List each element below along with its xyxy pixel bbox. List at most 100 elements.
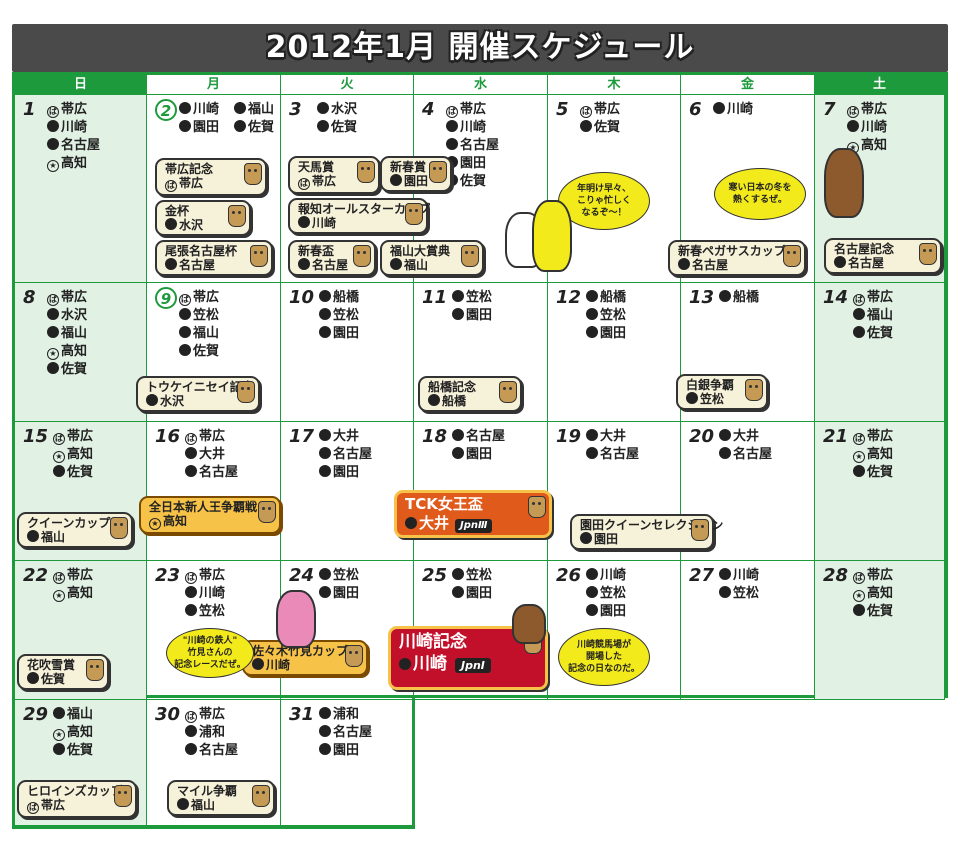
dot-marker-icon xyxy=(319,308,331,320)
venue-list: ば帯広佐賀 xyxy=(580,101,620,137)
venue-list: 笠松園田 xyxy=(319,567,359,603)
race-venue: ば帯広 xyxy=(298,174,352,190)
race-venue: 笠松 xyxy=(686,392,740,406)
horse-face-icon xyxy=(919,243,937,265)
venue-item: ★高知 xyxy=(47,155,100,173)
race-tag[interactable]: 報知オールスターカップ川崎 xyxy=(288,198,430,234)
venue-name: 園田 xyxy=(333,586,360,601)
race-tag[interactable]: 白銀争覇笠松 xyxy=(676,374,768,410)
race-tag[interactable]: 福山大賞典福山 xyxy=(380,240,484,276)
venue-list: 名古屋園田 xyxy=(452,428,505,464)
race-tag[interactable]: 園田クイーンセレクション園田 xyxy=(570,514,723,550)
day-number: 31 xyxy=(289,704,315,725)
race-tag[interactable]: マイル争覇福山 xyxy=(167,780,275,816)
race-name: マイル争覇 xyxy=(177,784,238,798)
page-title: 2012年1月 開催スケジュール xyxy=(265,30,695,65)
venue-item: 笠松 xyxy=(452,567,492,585)
race-tag[interactable]: ヒロインズカップば帯広 xyxy=(17,780,137,818)
venue-item: ば帯広 xyxy=(53,567,93,585)
dot-marker-icon xyxy=(678,258,690,270)
venue-name: 高知 xyxy=(67,586,94,601)
venue-item: 名古屋 xyxy=(47,137,100,155)
race-tag[interactable]: 新春ペガサスカップ名古屋 xyxy=(668,240,806,276)
venue-item: 園田 xyxy=(319,585,359,603)
venue-name: 水沢 xyxy=(61,308,88,323)
dot-marker-icon xyxy=(27,530,39,542)
race-tag[interactable]: 全日本新人王争覇戦★高知 xyxy=(139,496,281,534)
venue-item: 名古屋 xyxy=(586,446,639,464)
race-tag[interactable]: 新春賞園田 xyxy=(380,156,452,192)
horse-face-icon xyxy=(429,161,447,183)
venue-name: 川崎 xyxy=(460,120,487,135)
race-tag[interactable]: 帯広記念ば帯広 xyxy=(155,158,267,196)
race-tag[interactable]: クイーンカップ福山 xyxy=(17,512,133,548)
race-tag[interactable]: 新春盃名古屋 xyxy=(288,240,376,276)
day-number: 21 xyxy=(823,426,849,447)
venue-name: 名古屋 xyxy=(333,725,373,740)
dot-marker-icon xyxy=(185,447,197,459)
race-tag[interactable]: 金杯水沢 xyxy=(155,200,251,236)
race-venue-name: 船橋 xyxy=(442,394,467,408)
dot-marker-icon xyxy=(580,120,592,132)
venue-item: 佐賀 xyxy=(53,742,93,760)
venue-item: ば帯広 xyxy=(47,101,100,119)
venue-name: 園田 xyxy=(460,156,487,171)
ban-marker-icon: ば xyxy=(580,106,592,118)
ban-marker-icon: ば xyxy=(179,294,191,306)
dot-marker-icon xyxy=(47,120,59,132)
race-tag[interactable]: 名古屋記念名古屋 xyxy=(824,238,942,274)
race-tag[interactable]: 花吹雪賞佐賀 xyxy=(17,654,109,690)
venue-name: 園田 xyxy=(600,326,627,341)
race-tag[interactable]: 天馬賞ば帯広 xyxy=(288,156,380,194)
venue-name: 帯広 xyxy=(199,707,226,722)
race-name: 名古屋記念 xyxy=(834,242,895,256)
venue-name: 園田 xyxy=(333,743,360,758)
venue-item: ば帯広 xyxy=(853,289,893,307)
venue-name: 笠松 xyxy=(199,604,226,619)
race-tag[interactable]: 船橋記念船橋 xyxy=(418,376,522,412)
venue-item: 川崎 xyxy=(185,585,225,603)
race-tag[interactable]: 尾張名古屋杯名古屋 xyxy=(155,240,273,276)
bubble-line: 竹見さんの xyxy=(187,648,233,658)
venue-item: ば帯広 xyxy=(179,289,219,307)
dot-marker-icon xyxy=(719,429,731,441)
venue-item: 浦和 xyxy=(185,724,238,742)
dot-marker-icon xyxy=(319,429,331,441)
venue-list: ば帯広笠松福山佐賀 xyxy=(179,289,219,361)
dot-marker-icon xyxy=(179,102,191,114)
weekday-header: 金 xyxy=(681,75,815,95)
venue-item: 福山 xyxy=(53,706,93,724)
venue-name: 佐賀 xyxy=(867,465,894,480)
venue-item: 笠松 xyxy=(719,585,759,603)
race-tag[interactable]: トウケイニセイ記念水沢 xyxy=(136,376,260,412)
venue-name: 笠松 xyxy=(600,586,627,601)
venue-name: 高知 xyxy=(61,344,88,359)
